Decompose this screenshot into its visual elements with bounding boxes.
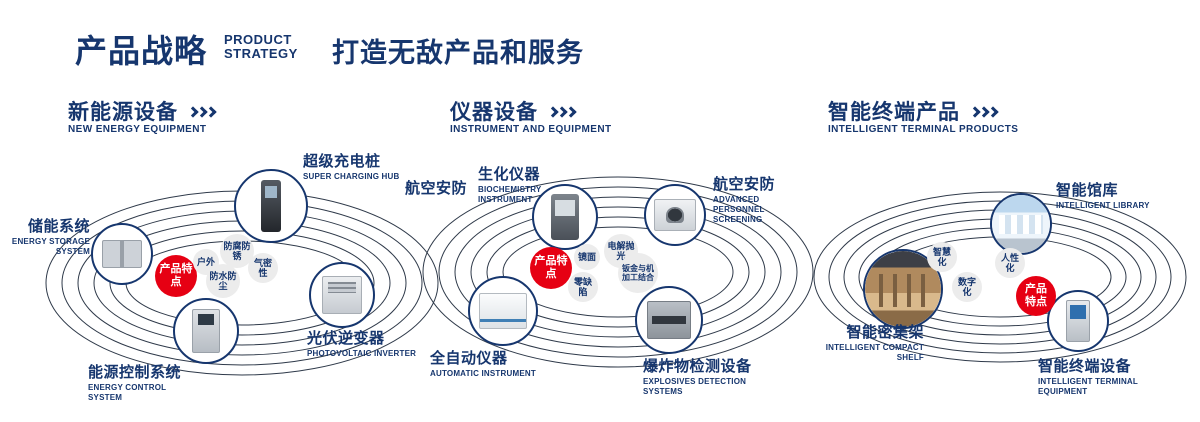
- product-circle-intelligent-library: [990, 193, 1052, 255]
- label-aviation-security-zh: 航空安防: [713, 176, 776, 193]
- label-terminal-equipment-en: INTELLIGENT TERMINAL EQUIPMENT: [1038, 377, 1138, 396]
- feature-bubble-anticorrosion: 防腐防锈: [220, 234, 254, 268]
- biochemistry-instrument-image: [550, 194, 580, 240]
- label-photovoltaic-inverter-en: PHOTOVOLTAIC INVERTER: [307, 349, 417, 358]
- section-subtitle-instruments: INSTRUMENT AND EQUIPMENT: [450, 124, 612, 135]
- label-energy-storage-zh: 储能系统: [27, 218, 90, 235]
- label-biochemistry-en: BIOCHEMISTRY INSTRUMENT: [478, 185, 542, 204]
- label-explosives-detection-en: EXPLOSIVES DETECTION SYSTEMS: [643, 377, 747, 396]
- chevron-icon: [987, 106, 999, 118]
- compact-shelf-image: [865, 251, 941, 327]
- control-cabinet-image: [192, 308, 220, 354]
- automatic-instrument-image: [478, 292, 528, 330]
- tagline: 打造无敌产品和服务: [332, 38, 584, 68]
- label-explosives-detection: 爆炸物检测设备 EXPLOSIVES DETECTION SYSTEMS: [643, 358, 788, 397]
- orbit-rings-instruments: [422, 176, 814, 368]
- label-energy-storage-en: ENERGY STORAGE SYSTEM: [11, 237, 90, 256]
- product-features-badge: 产品特点: [530, 247, 572, 289]
- label-aviation-security-left: 航空安防: [405, 180, 485, 198]
- triple-chevron-icon: [547, 106, 577, 118]
- page-title: 产品战略: [75, 33, 208, 69]
- feature-bubble-zero-defect: 零缺陷: [568, 272, 598, 302]
- label-energy-control-en: ENERGY CONTROL SYSTEM: [88, 383, 167, 402]
- section-title-intelligent-terminal: 智能终端产品: [828, 96, 999, 126]
- triple-chevron-icon: [969, 106, 999, 118]
- feature-bubble-humanized: 人性化: [995, 248, 1025, 278]
- label-automatic-instrument-zh: 全自动仪器: [430, 350, 508, 367]
- label-automatic-instrument-en: AUTOMATIC INSTRUMENT: [430, 369, 536, 378]
- section-subtitle-new-energy: NEW ENERGY EQUIPMENT: [68, 124, 207, 135]
- label-super-charging-hub: 超级充电桩 SUPER CHARGING HUB: [303, 153, 413, 182]
- label-super-charging-hub-en: SUPER CHARGING HUB: [303, 172, 400, 181]
- section-title-new-energy: 新能源设备: [68, 96, 217, 126]
- triple-chevron-icon: [187, 106, 217, 118]
- label-compact-shelf-en: INTELLIGENT COMPACT SHELF: [825, 343, 924, 362]
- label-terminal-equipment: 智能终端设备 INTELLIGENT TERMINAL EQUIPMENT: [1038, 358, 1163, 397]
- page-title-english: PRODUCT STRATEGY: [224, 33, 298, 61]
- label-intelligent-library-zh: 智能馆库: [1056, 182, 1119, 199]
- product-features-badge: 产品特点: [1016, 276, 1056, 316]
- security-scanner-image: [654, 199, 696, 231]
- label-aviation-security-en: ADVANCED PERSONNEL SCREENING: [713, 195, 765, 224]
- label-intelligent-library-en: INTELLIGENT LIBRARY: [1056, 201, 1150, 210]
- label-intelligent-library: 智能馆库 INTELLIGENT LIBRARY: [1056, 182, 1156, 211]
- section-subtitle-intelligent-terminal: INTELLIGENT TERMINAL PRODUCTS: [828, 124, 1019, 135]
- charging-pile-image: [261, 180, 281, 232]
- label-aviation-security-left-zh: 航空安防: [405, 180, 468, 197]
- label-super-charging-hub-zh: 超级充电桩: [303, 153, 381, 170]
- label-aviation-security: 航空安防 ADVANCED PERSONNEL SCREENING: [713, 176, 813, 225]
- label-biochemistry-zh: 生化仪器: [478, 166, 541, 183]
- feature-bubble-mirror: 镜面: [574, 244, 600, 270]
- label-automatic-instrument: 全自动仪器 AUTOMATIC INSTRUMENT: [430, 350, 540, 379]
- label-photovoltaic-inverter-zh: 光伏逆变器: [307, 330, 385, 347]
- section-title-intelligent-terminal-text: 智能终端产品: [828, 101, 960, 124]
- feature-bubble-airtight: 气密性: [248, 253, 278, 283]
- product-circle-biochemistry: [532, 184, 598, 250]
- section-title-new-energy-text: 新能源设备: [68, 101, 178, 124]
- energy-storage-image: [101, 240, 143, 268]
- label-energy-control: 能源控制系统 ENERGY CONTROL SYSTEM: [88, 364, 198, 403]
- library-room-image: [992, 195, 1050, 253]
- label-terminal-equipment-zh: 智能终端设备: [1038, 358, 1132, 375]
- chevron-icon: [565, 106, 577, 118]
- page-title-english-line1: PRODUCT: [224, 32, 292, 47]
- product-circle-energy-control: [173, 298, 239, 364]
- page-title-english-line2: STRATEGY: [224, 46, 298, 61]
- label-energy-storage: 储能系统 ENERGY STORAGE SYSTEM: [6, 218, 90, 257]
- product-circle-aviation-security: [644, 184, 706, 246]
- product-circle-energy-storage: [91, 223, 153, 285]
- product-circle-explosives-detection: [635, 286, 703, 354]
- feature-bubble-sheetmetal-machining: 钣金与机加工结合: [618, 253, 658, 293]
- label-photovoltaic-inverter: 光伏逆变器 PHOTOVOLTAIC INVERTER: [307, 330, 417, 359]
- explosives-detector-image: [647, 301, 691, 339]
- label-explosives-detection-zh: 爆炸物检测设备: [643, 358, 752, 375]
- product-features-badge: 产品特点: [155, 255, 197, 297]
- chevron-icon: [205, 106, 217, 118]
- label-biochemistry: 生化仪器 BIOCHEMISTRY INSTRUMENT: [478, 166, 556, 205]
- label-compact-shelf: 智能密集架 INTELLIGENT COMPACT SHELF: [820, 324, 924, 363]
- feature-bubble-waterproof: 防水防尘: [206, 264, 240, 298]
- product-circle-super-charging-hub: [234, 169, 308, 243]
- label-compact-shelf-zh: 智能密集架: [846, 324, 924, 341]
- label-energy-control-zh: 能源控制系统: [88, 364, 182, 381]
- feature-bubble-digital: 数字化: [952, 272, 982, 302]
- section-title-instruments-text: 仪器设备: [450, 101, 538, 124]
- feature-bubble-intelligent: 智慧化: [927, 242, 957, 272]
- product-circle-automatic-instrument: [468, 276, 538, 346]
- product-circle-photovoltaic-inverter: [309, 262, 375, 328]
- section-title-instruments: 仪器设备: [450, 96, 577, 126]
- product-circle-terminal-equipment: [1047, 290, 1109, 352]
- terminal-kiosk-image: [1066, 299, 1090, 343]
- inverter-image: [322, 275, 362, 315]
